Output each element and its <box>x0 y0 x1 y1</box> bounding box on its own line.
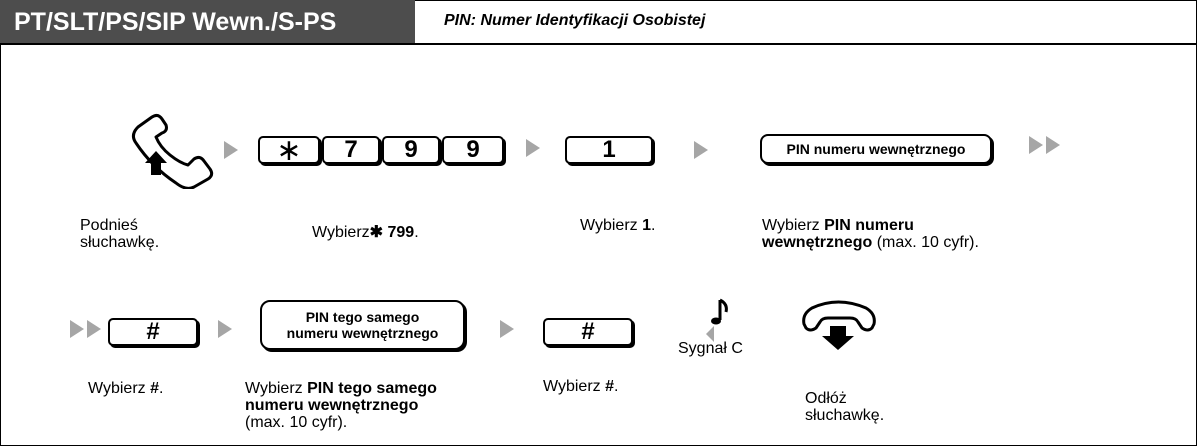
lift-handset-caption: Podnieś słuchawkę. <box>80 217 160 251</box>
key-1: 1 <box>565 136 653 164</box>
step-arrow <box>500 320 514 338</box>
key-9: 9 <box>382 136 440 164</box>
on-hook-handset-icon <box>802 300 876 350</box>
dial-1-caption: Wybierz 1. <box>580 217 656 234</box>
star-key: ∗ <box>258 134 320 167</box>
key-9-second: 9 <box>442 136 504 164</box>
step-arrow <box>694 141 708 159</box>
dial-star-799-caption: Wybierz✱ 799. <box>312 224 419 241</box>
off-hook-handset-icon <box>131 113 214 189</box>
confirmation-tone-icon <box>706 298 728 342</box>
dial-hash-second-caption: Wybierz #. <box>543 378 619 395</box>
step-arrow <box>224 141 238 159</box>
step-arrow <box>70 320 84 338</box>
dial-hash-caption: Wybierz #. <box>88 380 164 397</box>
pin-extension-box: PIN numeru wewnętrznego <box>760 134 992 164</box>
replace-handset-caption: Odłóż słuchawkę. <box>805 390 885 424</box>
page-subtitle: PIN: Numer Identyfikacji Osobistej <box>444 12 706 29</box>
step-arrow <box>526 139 540 157</box>
hash-key: # <box>108 318 198 346</box>
step-arrow <box>218 320 232 338</box>
key-7: 7 <box>322 136 380 164</box>
page-title: PT/SLT/PS/SIP Wewn./S-PS <box>0 0 415 44</box>
step-arrow <box>87 320 101 338</box>
dial-pin-same-caption: Wybierz PIN tego samego numeru wewnętrzn… <box>245 380 437 431</box>
step-arrow <box>1046 136 1060 154</box>
tone-label: Sygnał C <box>678 340 743 357</box>
step-arrow <box>1029 136 1043 154</box>
hash-key-second: # <box>543 318 633 346</box>
dial-pin-caption: Wybierz PIN numeru wewnętrznego (max. 10… <box>762 217 979 251</box>
header-divider <box>0 43 1197 45</box>
